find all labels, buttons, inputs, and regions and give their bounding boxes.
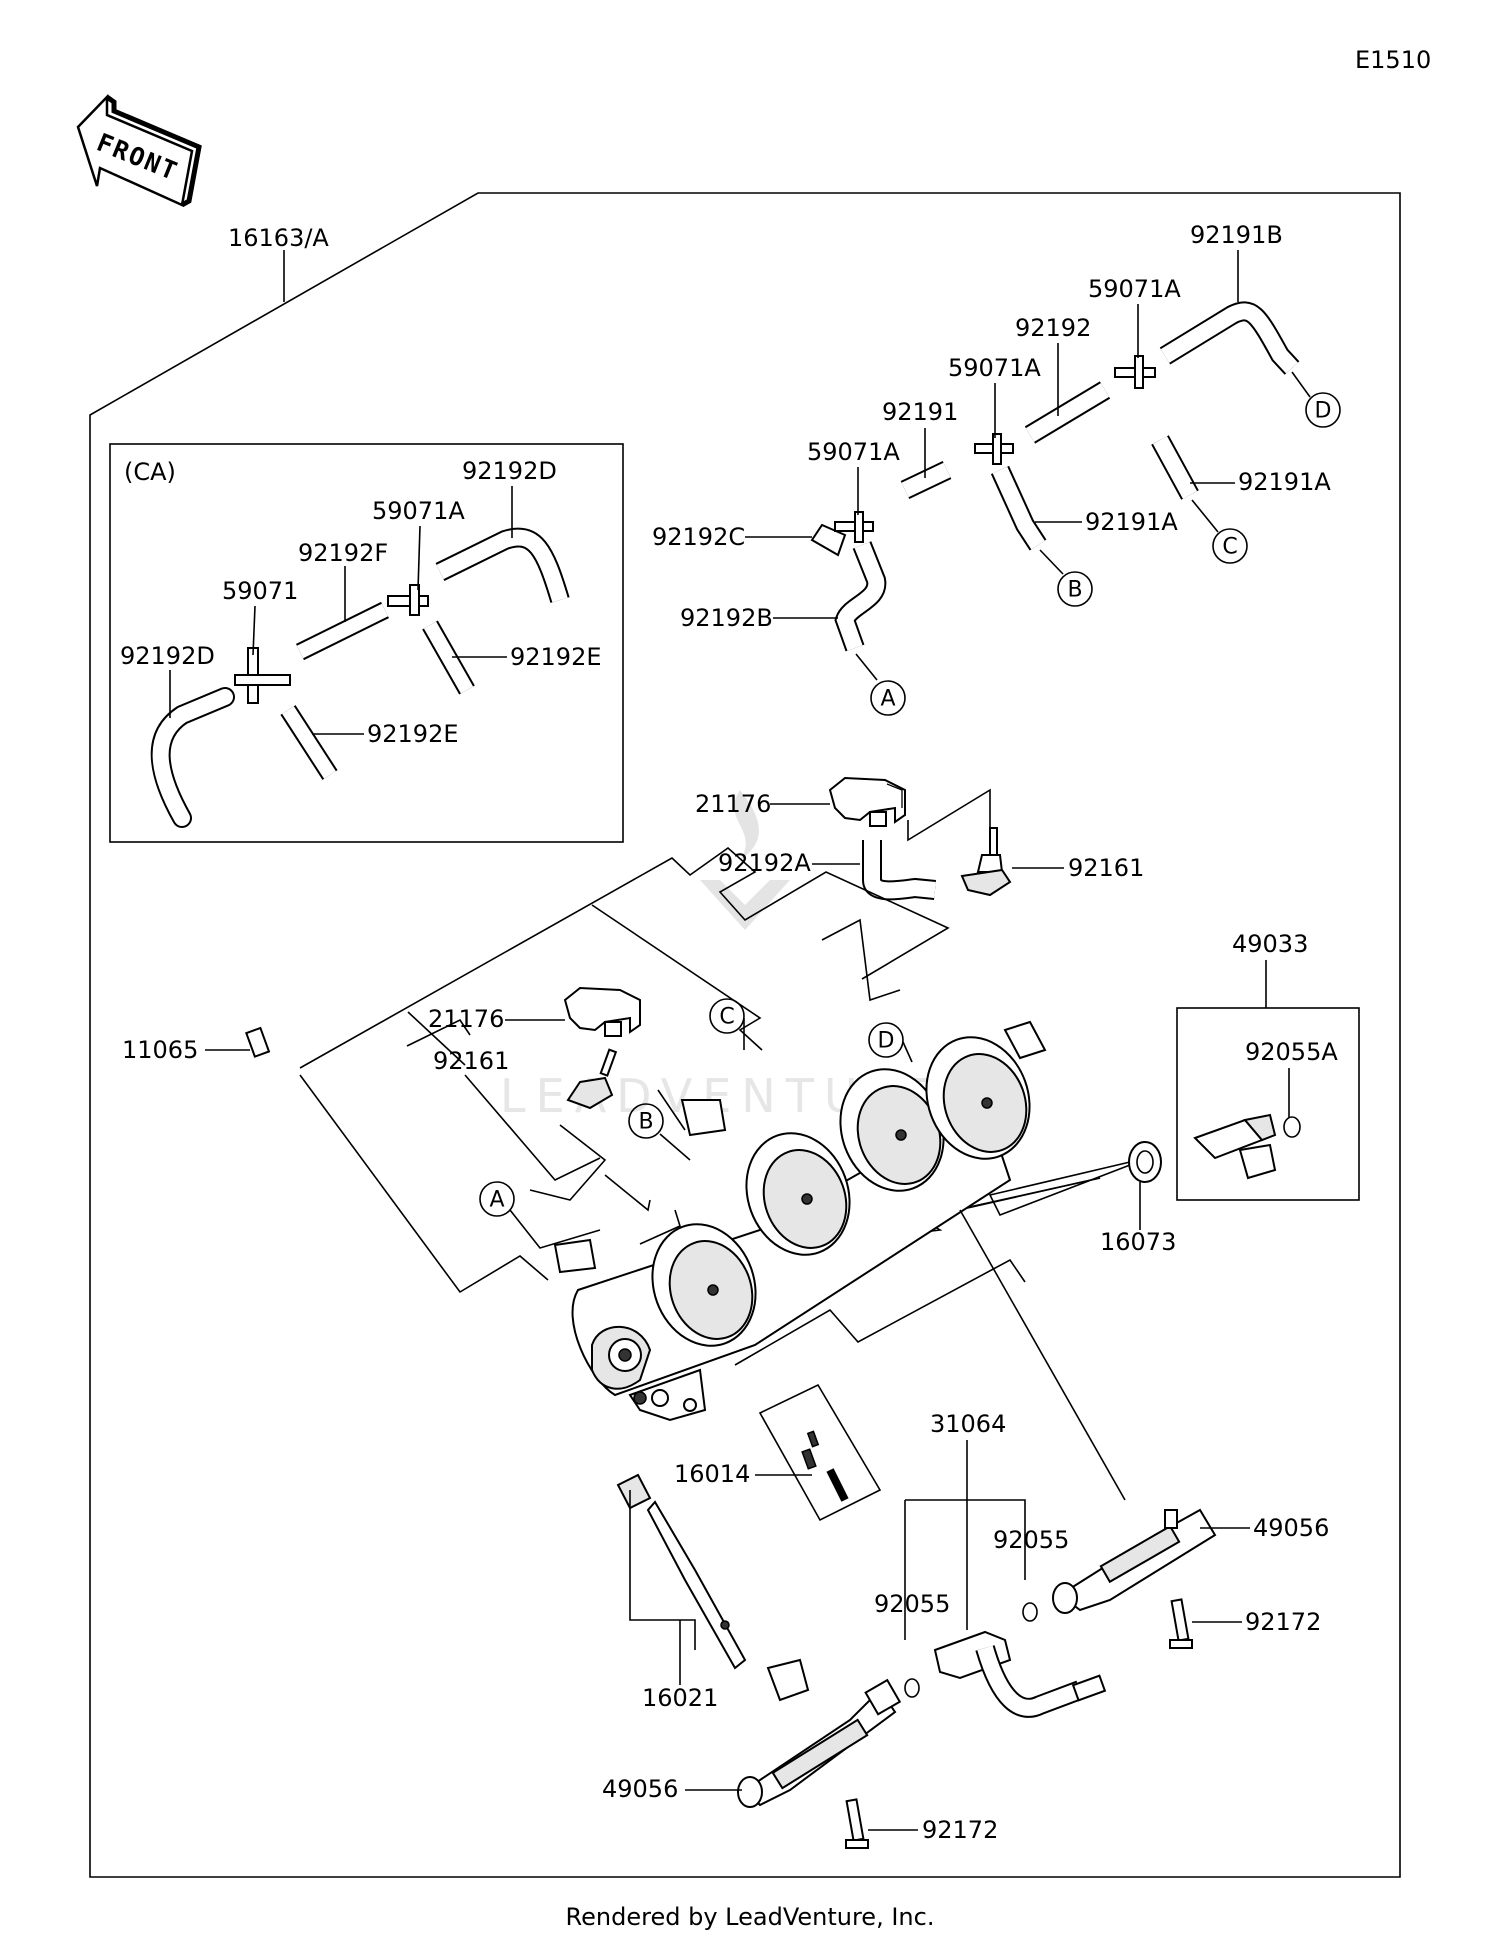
screw-kit-box (758, 1383, 882, 1522)
label-92055-left: 92055 (874, 1590, 950, 1618)
svg-text:A: A (489, 1188, 504, 1213)
oring-92055-left (904, 1678, 920, 1698)
label-92191a-mid: 92191A (1085, 508, 1178, 536)
main-frame (89, 192, 1401, 1878)
label-ca-92192e-bottom: 92192E (367, 720, 459, 748)
idle-adjuster-16021 (616, 1473, 810, 1702)
label-49056-right: 49056 (1253, 1514, 1329, 1542)
label-ca-92192e-right: 92192E (510, 643, 602, 671)
screw-16014 (801, 1430, 849, 1502)
svg-text:C: C (1222, 535, 1237, 560)
label-92172-right: 92172 (1245, 1608, 1321, 1636)
label-92192a: 92192A (718, 849, 811, 877)
oring-92055a (1283, 1116, 1301, 1138)
label-92192b: 92192B (680, 604, 773, 632)
connector-c-low: C (709, 998, 745, 1034)
label-11065: 11065 (122, 1036, 198, 1064)
delivery-pipe-49056-left (737, 1678, 902, 1808)
label-59071a-top: 59071A (1088, 275, 1181, 303)
label-ca-92192d-top: 92192D (462, 457, 557, 485)
cap-11065 (245, 1026, 271, 1058)
ca-box-label: (CA) (124, 458, 176, 486)
label-92191b: 92191B (1190, 221, 1283, 249)
seal-16073 (1128, 1141, 1162, 1183)
label-59071a-mid: 59071A (948, 354, 1041, 382)
assembly-bracket-lines (299, 846, 950, 1069)
connector-a-low: A (479, 1181, 515, 1217)
hose-92192a (862, 840, 936, 901)
oring-92055-right (1022, 1602, 1038, 1622)
label-ca-92192d-left: 92192D (120, 642, 215, 670)
throttle-body-assembly (553, 1020, 1047, 1422)
label-ca-59071: 59071 (222, 577, 298, 605)
ca-hose-assembly (150, 527, 570, 828)
label-92191a-right: 92191A (1238, 468, 1331, 496)
svg-text:D: D (878, 1029, 895, 1054)
injector-kit-box (1176, 1007, 1360, 1201)
diagram-code: E1510 (1355, 46, 1431, 74)
label-31064: 31064 (930, 1410, 1006, 1438)
connector-a-top: A (870, 680, 906, 716)
label-16163-a: 16163/A (228, 224, 329, 252)
svg-text:B: B (1067, 578, 1082, 603)
label-92055-right: 92055 (993, 1526, 1069, 1554)
nipple-92161-top (960, 827, 1012, 897)
label-92161-mid: 92161 (433, 1047, 509, 1075)
bolt-92172-right (1169, 1598, 1193, 1649)
connector-c-top: C (1212, 528, 1248, 564)
ca-box (109, 443, 624, 843)
svg-text:B: B (638, 1110, 653, 1135)
label-ca-92192f: 92192F (298, 539, 388, 567)
label-49033: 49033 (1232, 930, 1308, 958)
label-92161-right: 92161 (1068, 854, 1144, 882)
svg-text:D: D (1315, 399, 1332, 424)
label-92172-left: 92172 (922, 1816, 998, 1844)
label-92192: 92192 (1015, 314, 1091, 342)
svg-text:C: C (719, 1005, 734, 1030)
label-49056-left: 49056 (602, 1775, 678, 1803)
vacuum-hose-assembly (810, 301, 1300, 652)
connector-d-top: D (1305, 392, 1341, 428)
label-21176-mid: 21176 (428, 1005, 504, 1033)
map-sensor-top (828, 776, 906, 827)
label-ca-59071a: 59071A (372, 497, 465, 525)
injector-49033 (1193, 1113, 1277, 1180)
map-sensor-mid (563, 986, 641, 1037)
svg-text:A: A (880, 687, 895, 712)
front-arrow-icon: FRONT (76, 93, 202, 208)
label-92192c: 92192C (652, 523, 745, 551)
label-92191: 92191 (882, 398, 958, 426)
connector-b-low: B (628, 1103, 664, 1139)
footer-credit: Rendered by LeadVenture, Inc. (566, 1903, 935, 1931)
bolt-92172-left (845, 1798, 869, 1849)
connector-d-low: D (868, 1022, 904, 1058)
label-21176-top: 21176 (695, 790, 771, 818)
label-16021: 16021 (642, 1684, 718, 1712)
label-92055a: 92055A (1245, 1038, 1338, 1066)
delivery-pipe-49056-right (1052, 1508, 1217, 1614)
label-59071a-left: 59071A (807, 438, 900, 466)
connector-b-top: B (1057, 571, 1093, 607)
fuel-pipe-31064 (933, 1630, 1107, 1718)
label-16073: 16073 (1100, 1228, 1176, 1256)
nipple-92161-mid (566, 1048, 618, 1110)
label-16014: 16014 (674, 1460, 750, 1488)
